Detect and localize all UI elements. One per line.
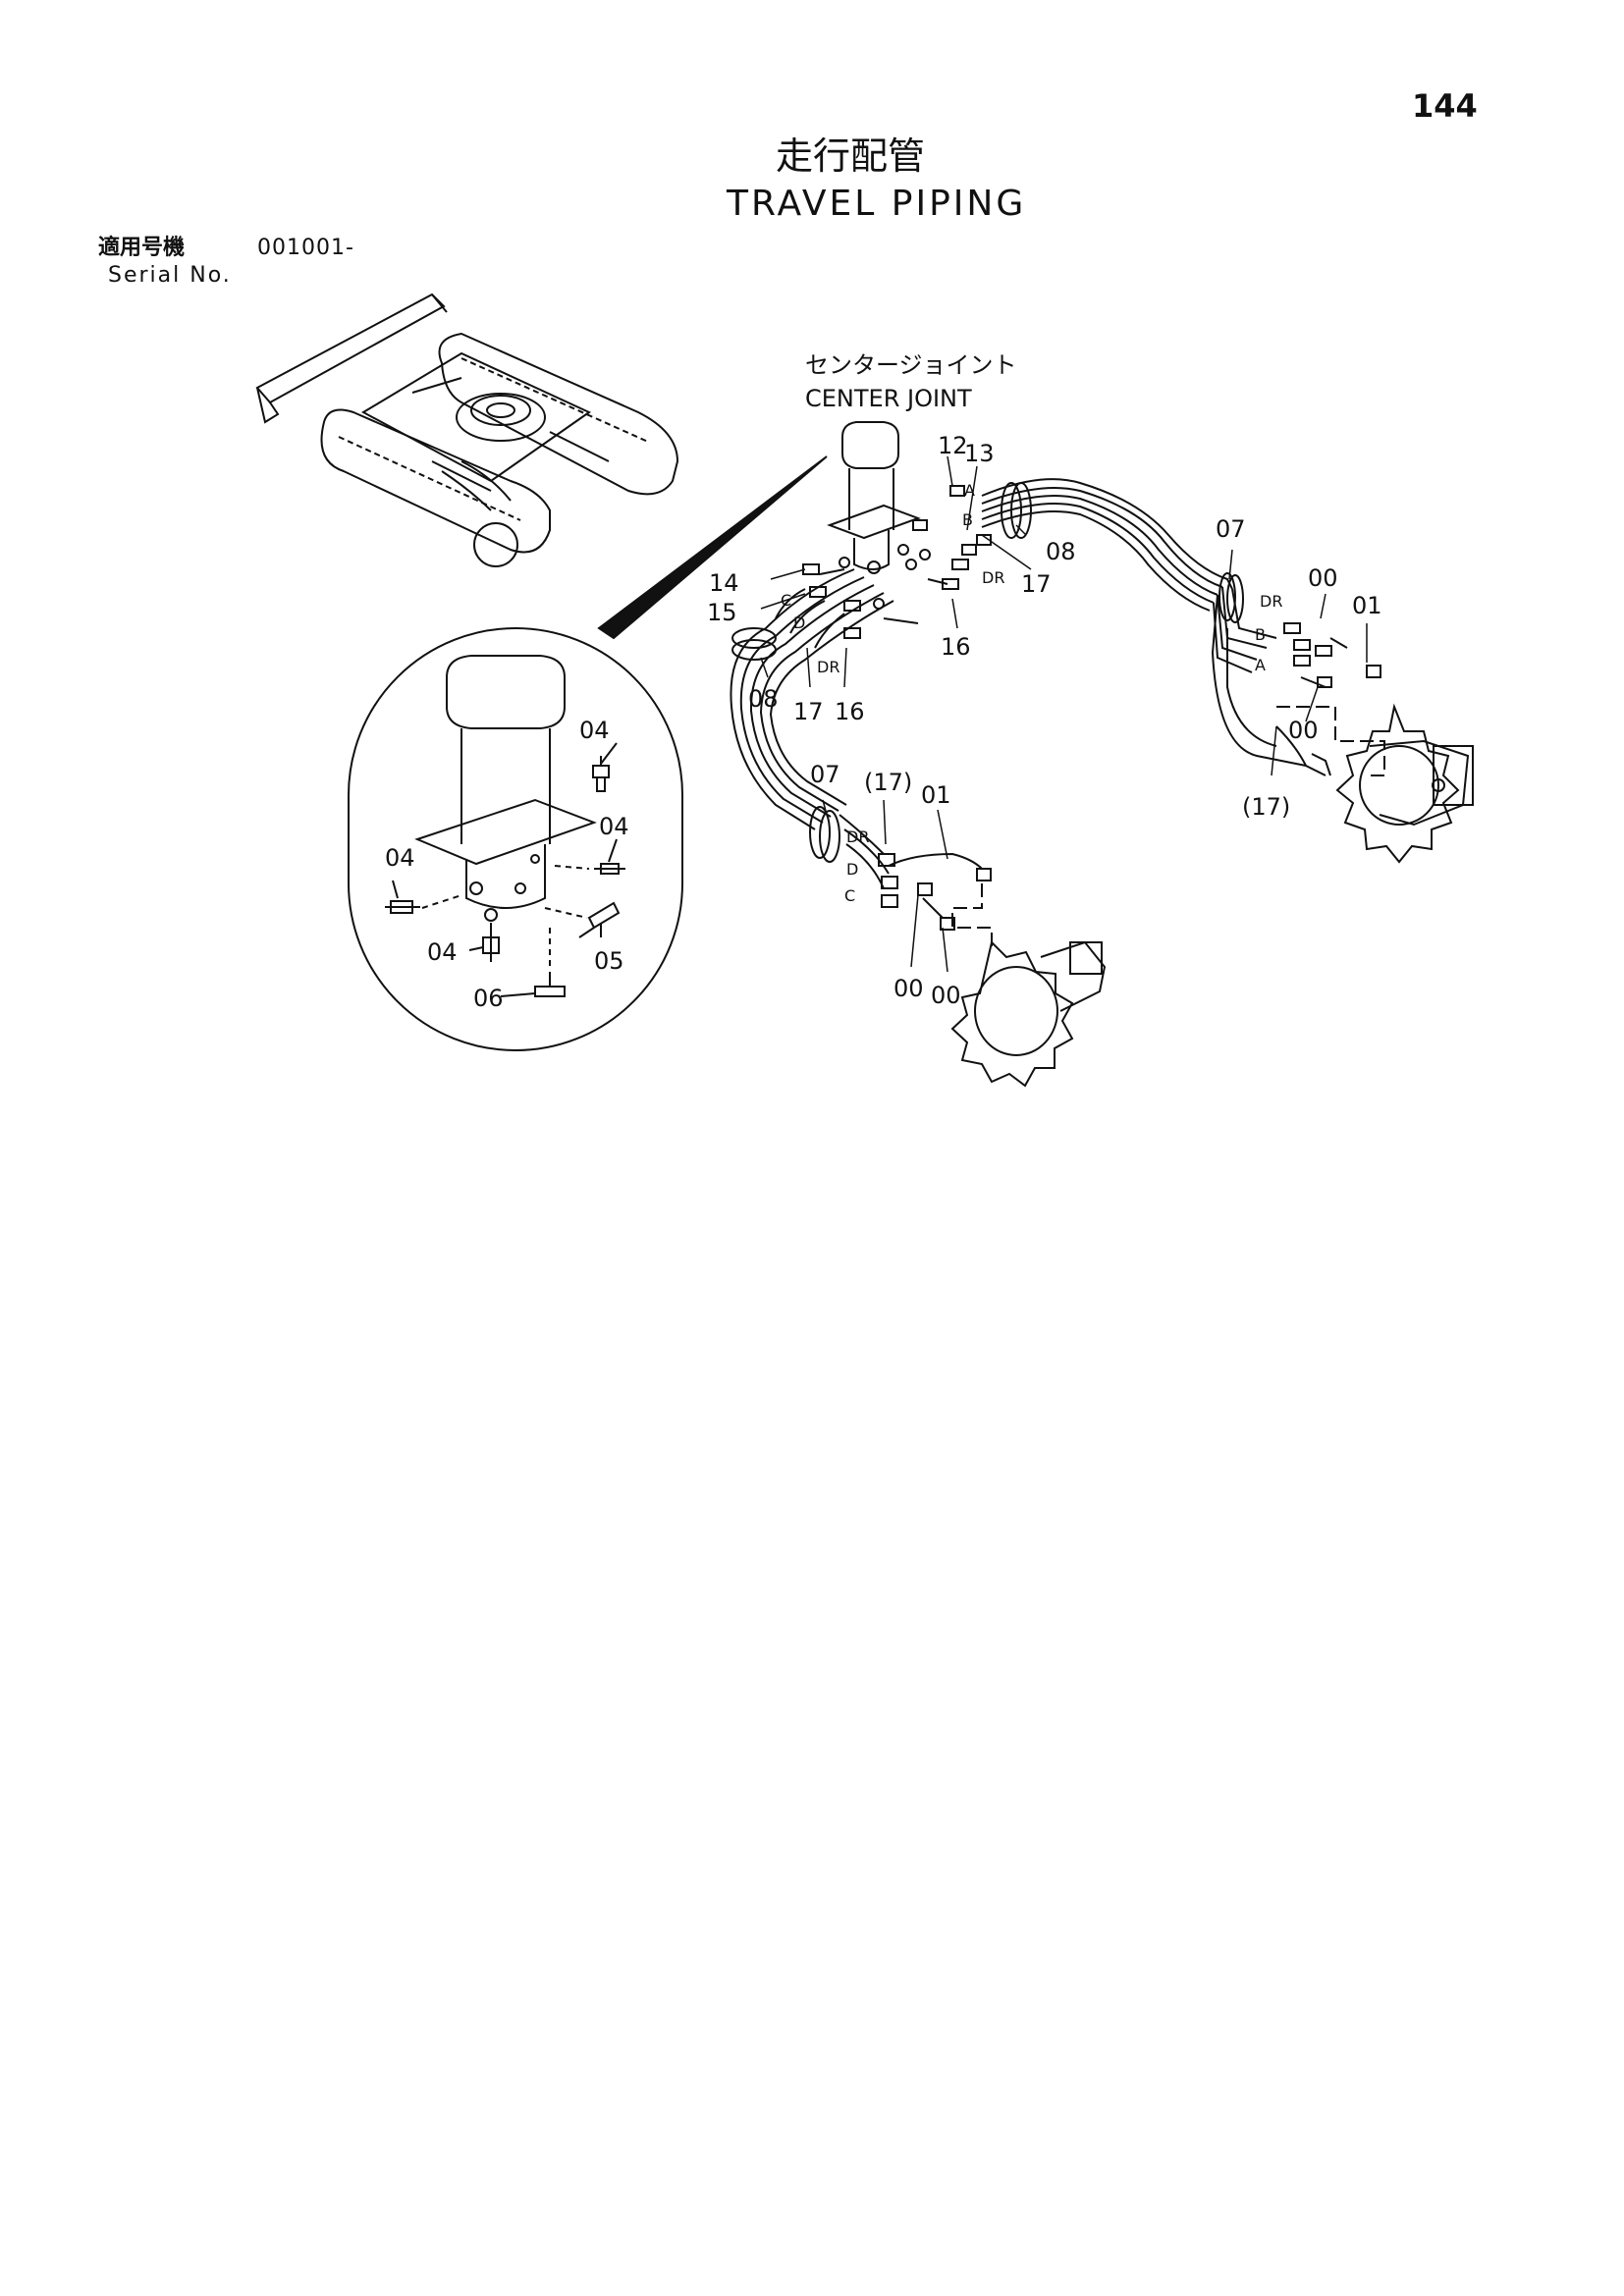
serial-label-japanese: 適用号機: [98, 236, 186, 260]
center-joint-fittings: [775, 485, 992, 649]
machine-overview-illustration: [255, 293, 679, 567]
callout-15: 15: [707, 599, 737, 626]
center-joint-assembly: [827, 421, 931, 610]
port-letter-b: B: [1255, 625, 1266, 644]
callout-17-ref: (17): [1242, 793, 1290, 821]
callout-07: 07: [1216, 515, 1246, 543]
callout-01: 01: [921, 781, 951, 809]
port-letter-d: D: [793, 614, 805, 632]
port-letter-dr: DR: [817, 658, 839, 676]
port-letter-a: A: [964, 481, 975, 500]
hose-bundle-left: [730, 568, 894, 889]
port-letter-a: A: [1255, 656, 1266, 674]
callout-16: 16: [941, 633, 971, 661]
page-title: TRAVEL PIPING: [727, 184, 1027, 224]
serial-number-value: 001001-: [257, 236, 354, 260]
port-letter-dr: DR: [982, 568, 1004, 587]
left-travel-motor: [878, 852, 1107, 1088]
center-joint-label-japanese: センタージョイント: [805, 351, 1017, 379]
callout-labels: 12 13 08 17 14 15 16 08 17 16 07 00 01 0…: [385, 432, 1382, 1012]
callout-01: 01: [1352, 592, 1382, 619]
callout-00: 00: [1288, 717, 1319, 744]
callout-04: 04: [427, 938, 458, 966]
serial-label: Serial No.: [108, 263, 232, 288]
callout-00: 00: [893, 975, 924, 1002]
hose-bundle-right: [981, 478, 1307, 767]
right-travel-motor: [1275, 622, 1474, 864]
port-letter-d: D: [846, 860, 858, 879]
port-letter-dr: DR: [1260, 592, 1282, 611]
callout-13: 13: [964, 440, 995, 467]
callout-17-ref: (17): [864, 769, 912, 796]
callout-08: 08: [1046, 538, 1076, 565]
center-joint-detail-inset: [348, 627, 683, 1051]
callout-07: 07: [810, 761, 840, 788]
callout-12: 12: [938, 432, 968, 459]
callout-16: 16: [835, 698, 865, 725]
port-letters: A B C D DR DR DR B A DR D C: [781, 481, 1282, 905]
port-letter-dr: DR: [846, 828, 869, 846]
callout-17: 17: [793, 698, 824, 725]
callout-00: 00: [931, 982, 961, 1009]
callout-04: 04: [599, 813, 629, 840]
port-letter-c: C: [781, 591, 791, 610]
page-title-japanese: 走行配管: [776, 134, 926, 178]
callout-06: 06: [473, 985, 504, 1012]
callout-00: 00: [1308, 564, 1338, 592]
center-joint-label: CENTER JOINT: [805, 385, 972, 412]
callout-leaders: [760, 455, 1368, 973]
callout-05: 05: [594, 947, 624, 975]
callout-17: 17: [1021, 570, 1052, 598]
callout-04: 04: [579, 717, 610, 744]
callout-14: 14: [709, 569, 739, 597]
page-number: 144: [1412, 87, 1478, 125]
zoom-leader-wedge: [597, 455, 828, 640]
callout-04: 04: [385, 844, 415, 872]
port-letter-c: C: [844, 886, 855, 905]
callout-08: 08: [748, 685, 779, 713]
port-letter-b: B: [962, 510, 973, 529]
